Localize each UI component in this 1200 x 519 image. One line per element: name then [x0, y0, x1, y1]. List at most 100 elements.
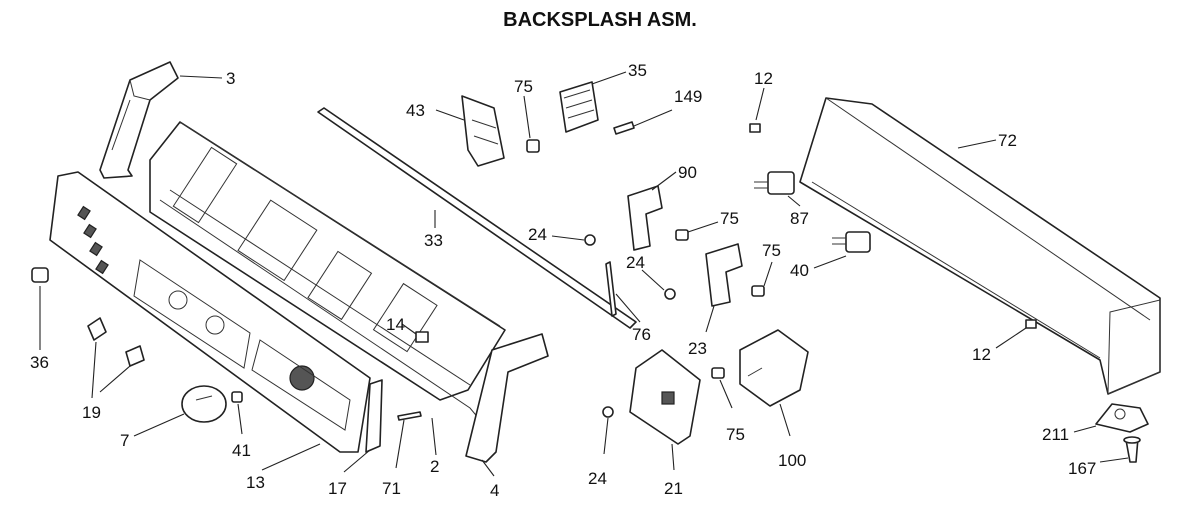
- callout-167: 167: [1068, 459, 1096, 478]
- callout-211: 211: [1042, 425, 1069, 444]
- leader-75d: [719, 379, 733, 409]
- leader-24a: [551, 235, 585, 241]
- leader-87: [787, 195, 801, 207]
- part-14-clip: [415, 331, 429, 343]
- part-33-rail: [317, 107, 637, 329]
- part-90-bracket: [627, 185, 663, 251]
- callout-12a: 12: [754, 69, 773, 88]
- part-12-clip-bottom: [1025, 319, 1037, 329]
- part-75-screw-right: [751, 285, 765, 297]
- diagram-title: BACKSPLASH ASM.: [503, 9, 697, 31]
- part-211-bracket: [1095, 403, 1149, 433]
- part-75-screw-lower: [711, 367, 725, 379]
- part-71-screw: [397, 411, 422, 421]
- part-76-long-screw: [605, 261, 617, 317]
- leader-40: [813, 255, 847, 269]
- callout-149: 149: [674, 87, 702, 106]
- callout-24b: 24: [626, 253, 645, 272]
- callout-12b: 12: [972, 345, 991, 364]
- leader-76: [615, 293, 641, 323]
- callout-71: 71: [382, 479, 401, 498]
- callout-24a: 24: [528, 225, 547, 244]
- leader-75b: [687, 221, 719, 233]
- leader-17: [343, 449, 371, 473]
- leader-35: [591, 71, 627, 85]
- leader-90: [651, 171, 677, 191]
- part-75-screw-top: [526, 139, 540, 153]
- callout-40: 40: [790, 261, 809, 280]
- part-24-nut-upper: [584, 234, 596, 246]
- callout-3: 3: [226, 69, 235, 88]
- callout-75c: 75: [762, 241, 781, 260]
- leader-24b: [641, 269, 665, 291]
- part-36-knob-insert: [31, 267, 49, 283]
- part-75-screw-mid: [675, 229, 689, 241]
- callout-19: 19: [82, 403, 101, 422]
- callout-75d: 75: [726, 425, 745, 444]
- part-19-knobs: [87, 317, 145, 367]
- leader-21: [671, 443, 675, 471]
- callout-35: 35: [628, 61, 647, 80]
- leader-4: [481, 459, 495, 477]
- part-12-clip-top: [749, 123, 761, 133]
- part-17-bracket: [365, 379, 383, 453]
- callout-17: 17: [328, 479, 347, 498]
- leader-12b: [995, 327, 1027, 349]
- callout-4: 4: [490, 481, 499, 500]
- leader-71: [395, 419, 405, 469]
- part-13-control-panel: [49, 171, 371, 453]
- part-4-end-cap: [465, 333, 549, 463]
- part-24-nut-lower: [602, 406, 614, 418]
- callout-72: 72: [998, 131, 1017, 150]
- part-87-switch: [754, 171, 795, 195]
- leader-167: [1099, 457, 1129, 463]
- leader-12a: [755, 87, 765, 121]
- callout-24c: 24: [588, 469, 607, 488]
- leader-211: [1073, 425, 1097, 433]
- leader-43: [435, 109, 465, 121]
- leader-72: [957, 139, 997, 149]
- part-23-bracket: [705, 243, 743, 307]
- callout-100: 100: [778, 451, 806, 470]
- callout-13: 13: [246, 473, 265, 492]
- leader-100: [779, 403, 791, 437]
- callout-75b: 75: [720, 209, 739, 228]
- callout-41: 41: [232, 441, 251, 460]
- leader-7: [133, 413, 185, 437]
- part-149-screw: [613, 121, 635, 135]
- callout-87: 87: [790, 209, 809, 228]
- leader-149: [633, 109, 673, 127]
- leader-3: [179, 75, 223, 79]
- leader-75c: [763, 261, 773, 287]
- leader-14: [401, 323, 417, 335]
- callout-21: 21: [664, 479, 683, 498]
- leader-2: [431, 417, 437, 456]
- part-7-timer-knob: [181, 385, 227, 423]
- callout-14: 14: [386, 315, 405, 334]
- callout-2: 2: [430, 457, 439, 476]
- part-100-timer: [739, 329, 809, 407]
- part-24-nut-middle: [664, 288, 676, 300]
- part-2-backsplash-frame: [149, 121, 506, 421]
- part-72-side-housing: [799, 97, 1161, 395]
- part-41-insert: [231, 391, 243, 403]
- part-21-plate: [629, 349, 701, 445]
- leader-24c: [603, 417, 609, 455]
- leader-23: [705, 305, 715, 333]
- part-3-end-cap: [99, 61, 179, 179]
- callout-90: 90: [678, 163, 697, 182]
- callout-7: 7: [120, 431, 129, 450]
- callout-76: 76: [632, 325, 651, 344]
- leader-13: [261, 443, 321, 471]
- part-40-switch: [832, 231, 871, 253]
- callout-23: 23: [688, 339, 707, 358]
- leader-41: [237, 403, 243, 435]
- leader-75a: [523, 95, 531, 139]
- callout-33: 33: [424, 231, 443, 250]
- part-43-bracket: [461, 95, 505, 167]
- leader-19: [91, 341, 131, 399]
- part-35-switch: [559, 81, 599, 133]
- callout-43: 43: [406, 101, 425, 120]
- callout-75a: 75: [514, 77, 533, 96]
